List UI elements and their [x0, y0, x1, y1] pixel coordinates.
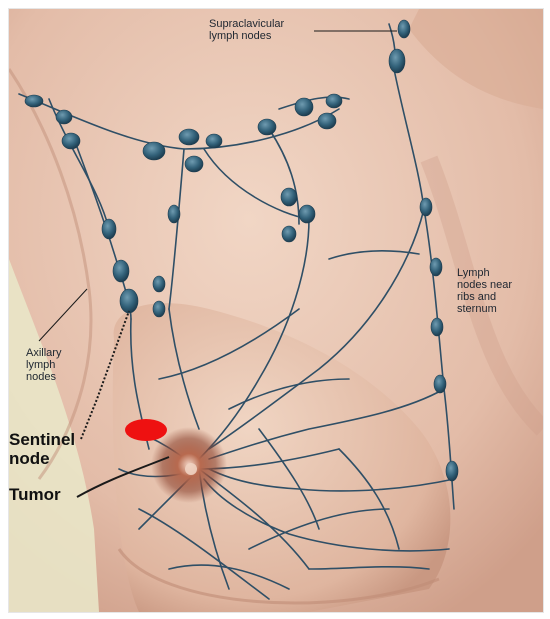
- lymph-diagram: Supraclavicular lymph nodes Axillary lym…: [8, 8, 544, 613]
- sentinel-node-label: Sentinel node: [9, 430, 75, 468]
- sentinel-node-highlight: [125, 419, 167, 441]
- tumor-label: Tumor: [9, 485, 61, 504]
- nipple: [185, 463, 197, 475]
- supraclavicular-label: Supraclavicular lymph nodes: [209, 18, 284, 42]
- axillary-label: Axillary lymph nodes: [26, 347, 61, 383]
- ribs-sternum-label: Lymph nodes near ribs and sternum: [457, 267, 512, 315]
